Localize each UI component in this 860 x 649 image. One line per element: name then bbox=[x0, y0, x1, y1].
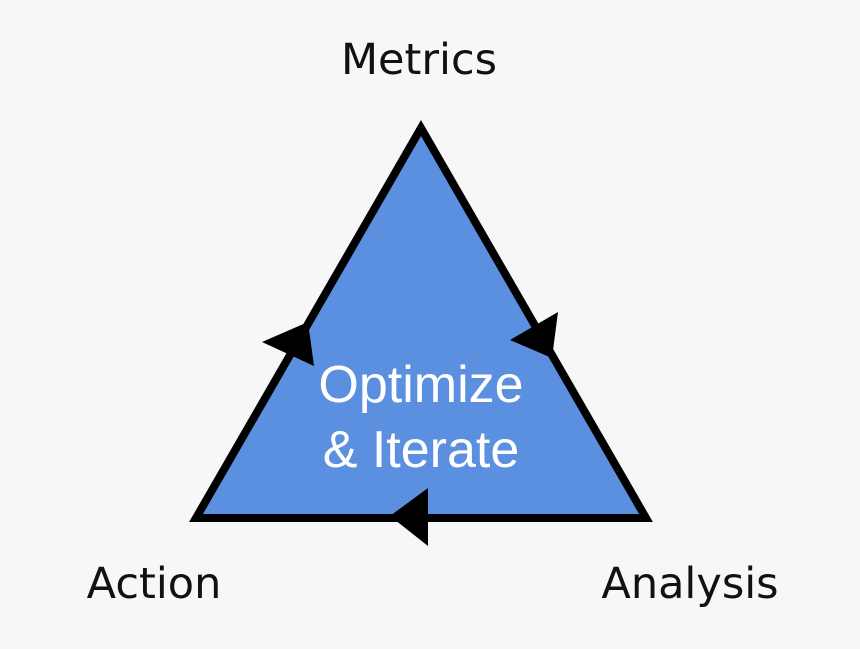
label-analysis: Analysis bbox=[601, 559, 778, 609]
label-metrics: Metrics bbox=[341, 35, 497, 85]
label-action: Action bbox=[87, 559, 222, 609]
arrowhead-left-edge bbox=[262, 322, 314, 366]
center-label-line1: Optimize bbox=[318, 356, 523, 414]
arrowhead-right-edge bbox=[510, 312, 558, 358]
arrowhead-bottom-edge bbox=[390, 488, 428, 546]
center-label-line2: & Iterate bbox=[323, 421, 520, 479]
